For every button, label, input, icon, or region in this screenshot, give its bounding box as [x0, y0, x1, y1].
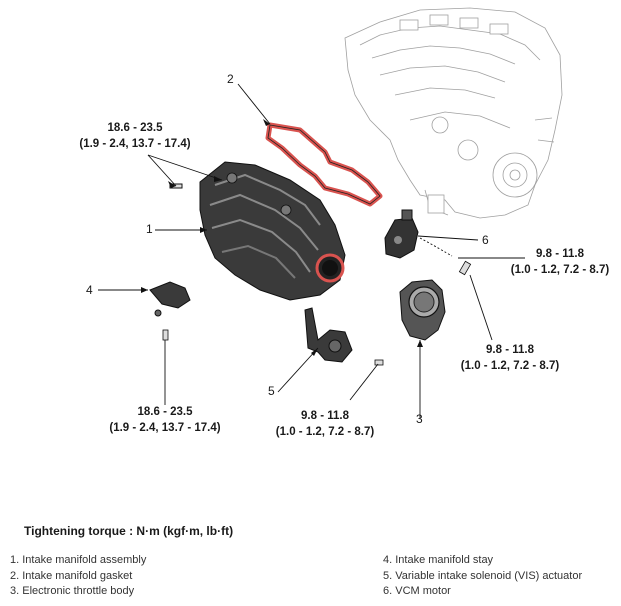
leader-lines: [98, 83, 525, 418]
vis-actuator: [304, 307, 384, 366]
legend-title: Tightening torque : N·m (kgf·m, lb·ft): [24, 524, 234, 538]
intake-manifold-assembly: [199, 161, 346, 301]
legend-item: 1. Intake manifold assembly: [10, 554, 147, 566]
torque-value-alt-units: (1.9 - 2.4, 13.7 - 17.4): [109, 422, 221, 434]
torque-label-manifold-stay: 18.6 - 23.5 (1.9 - 2.4, 13.7 - 17.4): [90, 404, 240, 436]
torque-value: 9.8 - 11.8: [486, 344, 534, 356]
legend-item: 3. Electronic throttle body: [10, 585, 135, 597]
callout-4: 4: [86, 283, 93, 297]
callout-6: 6: [482, 233, 489, 247]
torque-label-manifold-top: 18.6 - 23.5 (1.9 - 2.4, 13.7 - 17.4): [60, 120, 210, 152]
torque-label-vis-actuator: 9.8 - 11.8 (1.0 - 1.2, 7.2 - 8.7): [265, 408, 385, 440]
legend-left-column: 1. Intake manifold assembly 2. Intake ma…: [10, 553, 146, 600]
torque-value-alt-units: (1.0 - 1.2, 7.2 - 8.7): [460, 360, 560, 372]
callout-5: 5: [268, 384, 275, 398]
callout-1: 1: [146, 222, 153, 236]
legend-item: 6. VCM motor: [383, 585, 451, 597]
torque-value-alt-units: (1.0 - 1.2, 7.2 - 8.7): [510, 264, 610, 276]
legend-item: 5. Variable intake solenoid (VIS) actuat…: [383, 569, 583, 582]
torque-value: 18.6 - 23.5: [107, 122, 163, 134]
legend-item: 4. Intake manifold stay: [383, 554, 494, 566]
leader-arrowheads: [141, 119, 423, 356]
torque-value-alt-units: (1.0 - 1.2, 7.2 - 8.7): [275, 426, 375, 438]
engine-block: [344, 7, 563, 219]
callout-3: 3: [416, 412, 423, 426]
torque-label-vcm-motor: 9.8 - 11.8 (1.0 - 1.2, 7.2 - 8.7): [500, 246, 620, 278]
legend-right-column: 4. Intake manifold stay 5. Variable inta…: [383, 553, 582, 600]
exploded-parts-diagram: [98, 7, 563, 418]
torque-value-alt-units: (1.9 - 2.4, 13.7 - 17.4): [79, 138, 191, 150]
intake-manifold-stay: [149, 281, 191, 341]
vcm-motor: [384, 209, 419, 259]
torque-value: 9.8 - 11.8: [536, 248, 584, 260]
torque-label-throttle-body: 9.8 - 11.8 (1.0 - 1.2, 7.2 - 8.7): [450, 342, 570, 374]
torque-value: 9.8 - 11.8: [301, 410, 349, 422]
callout-2: 2: [227, 72, 234, 86]
legend-item: 2. Intake manifold gasket: [10, 569, 133, 582]
torque-value: 18.6 - 23.5: [137, 406, 193, 418]
electronic-throttle-body: [399, 260, 472, 341]
